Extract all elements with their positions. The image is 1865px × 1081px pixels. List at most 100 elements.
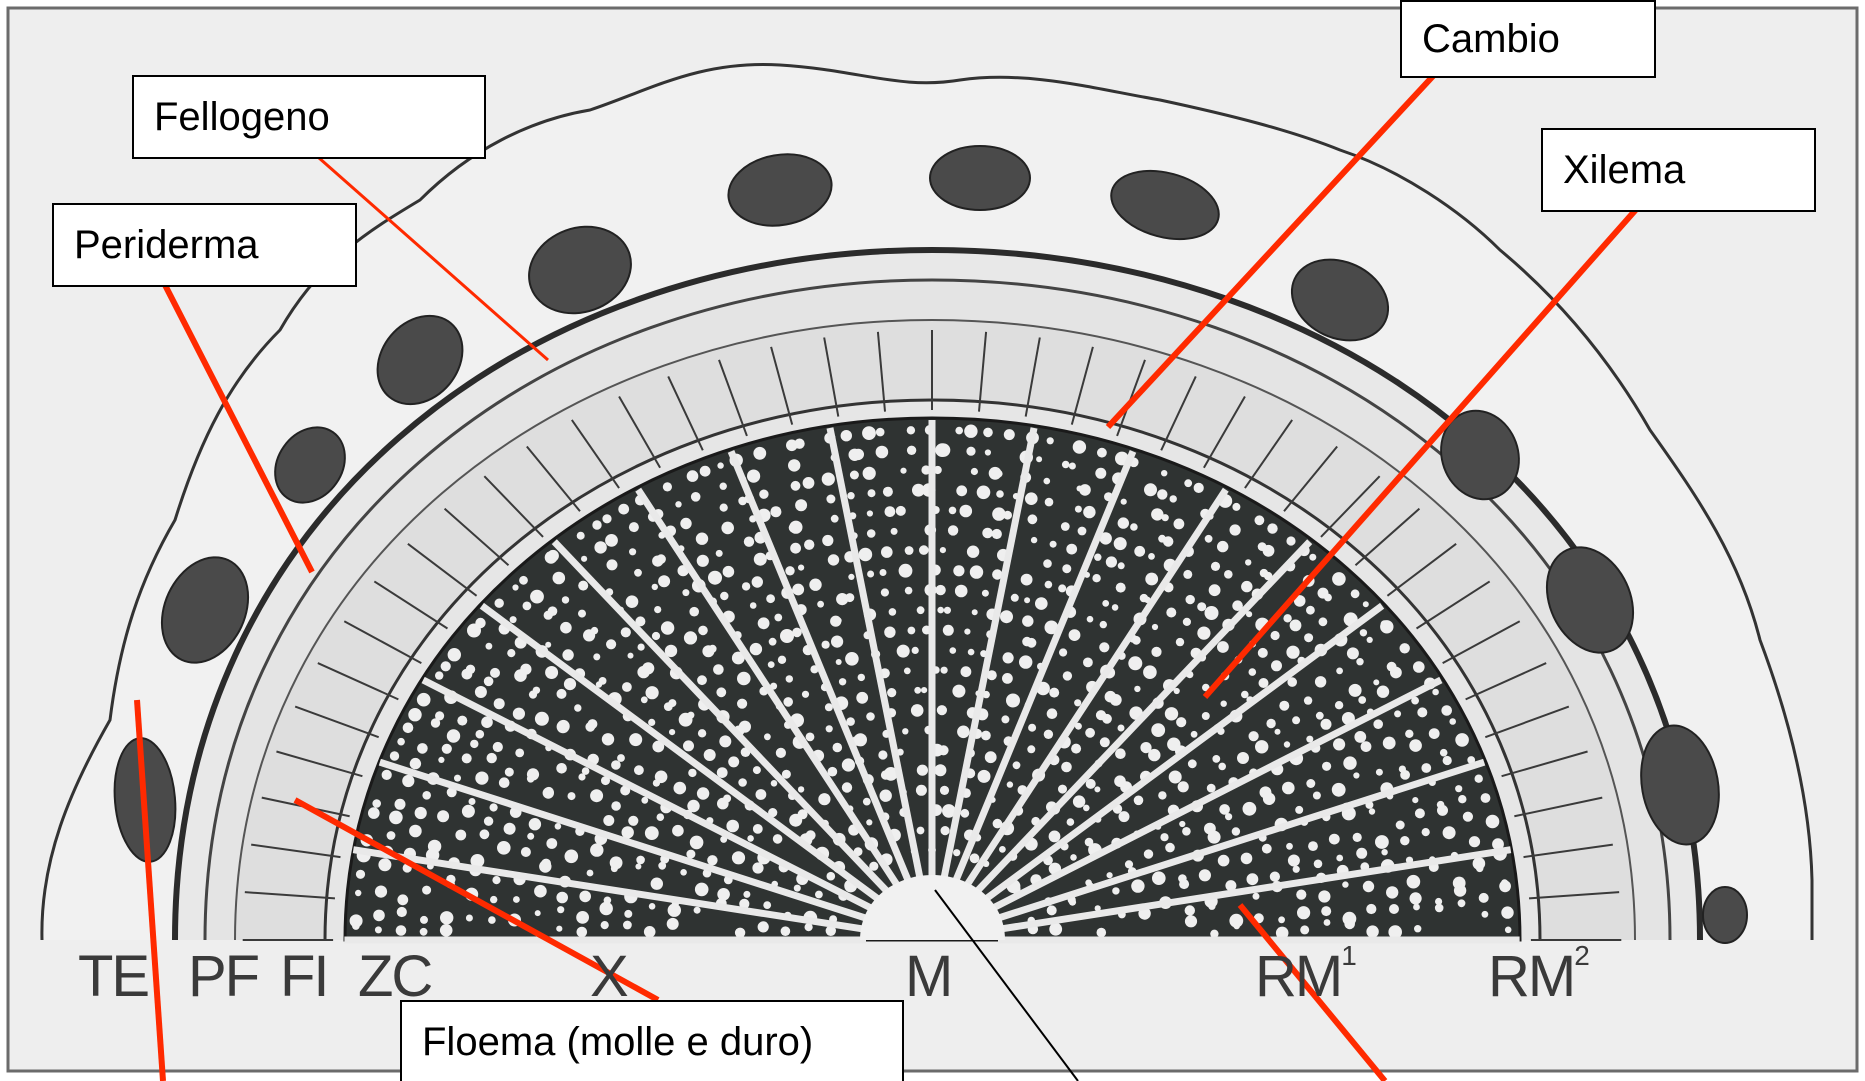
xylem-pore xyxy=(1283,614,1291,622)
xylem-pore xyxy=(955,427,963,435)
xylem-pore xyxy=(680,518,691,529)
xylem-pore xyxy=(1061,522,1070,531)
xylem-pore xyxy=(943,625,954,636)
xylem-pore xyxy=(1118,562,1125,569)
xylem-pore xyxy=(697,787,709,799)
xylem-pore xyxy=(422,886,431,895)
xylem-pore xyxy=(556,763,567,774)
xylem-pore xyxy=(557,720,570,733)
xylem-pore xyxy=(1390,667,1402,679)
xylem-pore xyxy=(1318,890,1330,902)
xylem-pore xyxy=(547,550,559,562)
xylem-pore xyxy=(1217,641,1229,653)
xylem-pore xyxy=(1044,730,1053,739)
xylem-pore xyxy=(1267,523,1277,533)
xylem-pore xyxy=(1309,554,1316,561)
xylem-pore xyxy=(628,816,638,826)
xylem-pore xyxy=(555,823,562,830)
xylem-pore xyxy=(1003,511,1012,520)
letter-zc: ZC xyxy=(358,948,431,1006)
xylem-pore xyxy=(884,627,895,638)
xylem-pore xyxy=(368,807,380,819)
xylem-pore xyxy=(968,649,975,656)
xylem-pore xyxy=(1356,658,1363,665)
xylem-pore xyxy=(656,554,666,564)
xylem-pore xyxy=(916,785,927,796)
xylem-pore xyxy=(628,653,634,659)
xylem-pore xyxy=(1179,879,1189,889)
xylem-pore xyxy=(603,815,614,826)
xylem-pore xyxy=(742,582,750,590)
xylem-pore xyxy=(1376,769,1383,776)
xylem-pore xyxy=(1045,498,1054,507)
xylem-pore xyxy=(964,425,977,438)
xylem-pore xyxy=(738,778,747,787)
xylem-pore xyxy=(1170,495,1177,502)
xylem-pore xyxy=(966,447,975,456)
xylem-pore xyxy=(1396,821,1405,830)
xylem-pore xyxy=(822,535,833,546)
xylem-pore xyxy=(624,910,632,918)
xylem-pore xyxy=(735,928,745,938)
xylem-pore xyxy=(905,546,914,555)
xylem-pore xyxy=(795,499,807,511)
xylem-pore xyxy=(790,543,801,554)
xylem-pore xyxy=(1107,872,1113,878)
xylem-pore xyxy=(806,733,815,742)
xylem-pore xyxy=(858,674,865,681)
xylem-pore xyxy=(753,447,766,460)
xylem-pore xyxy=(505,768,514,777)
xylem-pore xyxy=(442,744,452,754)
xylem-pore xyxy=(690,836,704,850)
xylem-pore xyxy=(1207,784,1216,793)
xylem-pore xyxy=(1361,741,1372,752)
xylem-pore xyxy=(854,733,867,746)
xylem-pore xyxy=(530,590,544,604)
xylem-pore xyxy=(1209,584,1221,596)
xylem-pore xyxy=(1417,707,1427,717)
xylem-pore xyxy=(687,712,694,719)
xylem-pore xyxy=(747,470,760,483)
xylem-pore xyxy=(1205,606,1219,620)
xylem-pore xyxy=(629,733,642,746)
xylem-pore xyxy=(1094,554,1101,561)
xylem-pore xyxy=(794,439,804,449)
xylem-pore xyxy=(728,756,739,767)
xylem-pore xyxy=(1270,872,1280,882)
xylem-pore xyxy=(560,622,572,634)
xylem-pore xyxy=(709,645,717,653)
xylem-pore xyxy=(1145,573,1158,586)
xylem-pore xyxy=(1358,696,1366,704)
xylem-pore xyxy=(1262,844,1272,854)
xylem-pore xyxy=(686,850,695,859)
xylem-pore xyxy=(535,712,549,726)
xylem-pore xyxy=(1006,694,1020,708)
xylem-pore xyxy=(466,665,475,674)
xylem-pore xyxy=(606,639,616,649)
xylem-pore xyxy=(1394,710,1401,717)
xylem-pore xyxy=(747,835,754,842)
xylem-pore xyxy=(964,629,970,635)
xylem-pore xyxy=(1183,618,1191,626)
xylem-pore xyxy=(1314,860,1323,869)
xylem-pore xyxy=(1071,744,1081,754)
xylem-pore xyxy=(1073,795,1085,807)
xylem-pore xyxy=(868,489,876,497)
xylem-pore xyxy=(562,649,573,660)
xylem-pore xyxy=(669,729,675,735)
xylem-pore xyxy=(1286,646,1299,659)
xylem-pore xyxy=(397,894,408,905)
xylem-pore xyxy=(592,520,601,529)
xylem-pore xyxy=(750,643,762,655)
xylem-pore xyxy=(756,789,767,800)
xylem-pore xyxy=(737,699,747,709)
xylem-pore xyxy=(1218,855,1230,867)
xylem-pore xyxy=(1174,688,1180,694)
xylem-pore xyxy=(448,648,461,661)
xylem-pore xyxy=(970,853,980,863)
xylem-pore xyxy=(953,849,960,856)
xylem-pore xyxy=(672,825,684,837)
xylem-pore xyxy=(1094,786,1100,792)
xylem-pore xyxy=(470,740,478,748)
xylem-pore xyxy=(499,777,510,788)
